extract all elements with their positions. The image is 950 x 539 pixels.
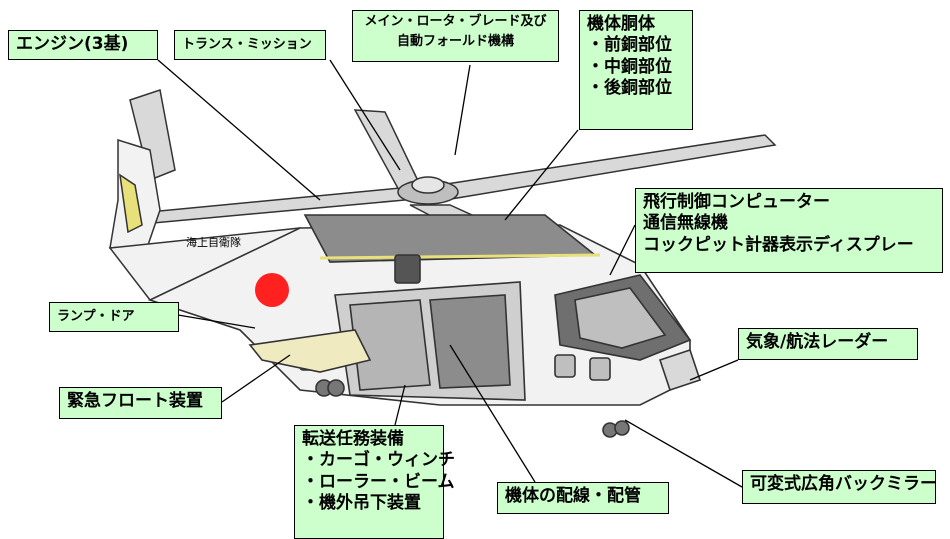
airframe-title: 機体胴体 xyxy=(587,14,655,34)
fuselage-marking: 海上自衛隊 xyxy=(186,235,241,249)
transport-title: 転送任務装備 xyxy=(302,429,404,449)
callout-ramp-door: ランプ・ドア xyxy=(49,302,179,332)
rotor-label-line2: 自動フォールド機構 xyxy=(396,34,514,50)
callout-main-rotor: メイン・ロータ・ブレード及び 自動フォールド機構 xyxy=(352,10,559,62)
rotor-label-line1: メイン・ロータ・ブレード及び xyxy=(364,14,547,29)
airframe-item: ・前銅部位 xyxy=(587,35,672,56)
transport-item: ・ローラー・ビーム xyxy=(302,471,455,492)
leader-lines xyxy=(157,59,743,488)
callout-airframe: 機体胴体 ・前銅部位 ・中銅部位 ・後銅部位 xyxy=(579,10,693,130)
transport-item: ・カーゴ・ウィンチ xyxy=(302,450,455,471)
callout-wiring: 機体の配線・配管 xyxy=(497,482,669,514)
wiring-label: 機体の配線・配管 xyxy=(505,486,641,506)
callout-emergency-float: 緊急フロート装置 xyxy=(59,387,222,419)
float-label: 緊急フロート装置 xyxy=(67,391,203,411)
callout-engine: エンジン(3基) xyxy=(8,30,158,60)
mirror-label: 可変式広角バックミラー xyxy=(750,474,937,494)
ramp-door-label: ランプ・ドア xyxy=(57,309,135,324)
engine-label: エンジン(3基) xyxy=(16,34,129,54)
avionics-item: 通信無線機 xyxy=(643,213,728,234)
airframe-item: ・中銅部位 xyxy=(587,56,672,77)
callout-transport-equipment: 転送任務装備 ・カーゴ・ウィンチ ・ローラー・ビーム ・機外吊下装置 xyxy=(294,425,455,539)
airframe-item: ・後銅部位 xyxy=(587,77,672,98)
avionics-item: コックピット計器表示ディスプレー xyxy=(643,234,914,255)
radar-label: 気象/航法レーダー xyxy=(746,332,889,352)
callout-radar: 気象/航法レーダー xyxy=(738,328,918,360)
avionics-item: 飛行制御コンピューター xyxy=(643,192,830,212)
transmission-label: トランス・ミッション xyxy=(182,37,312,52)
callout-transmission: トランス・ミッション xyxy=(174,30,326,60)
transport-item: ・機外吊下装置 xyxy=(302,492,421,513)
callout-mirror: 可変式広角バックミラー xyxy=(742,470,937,504)
callout-avionics: 飛行制御コンピューター 通信無線機 コックピット計器表示ディスプレー xyxy=(635,188,943,273)
